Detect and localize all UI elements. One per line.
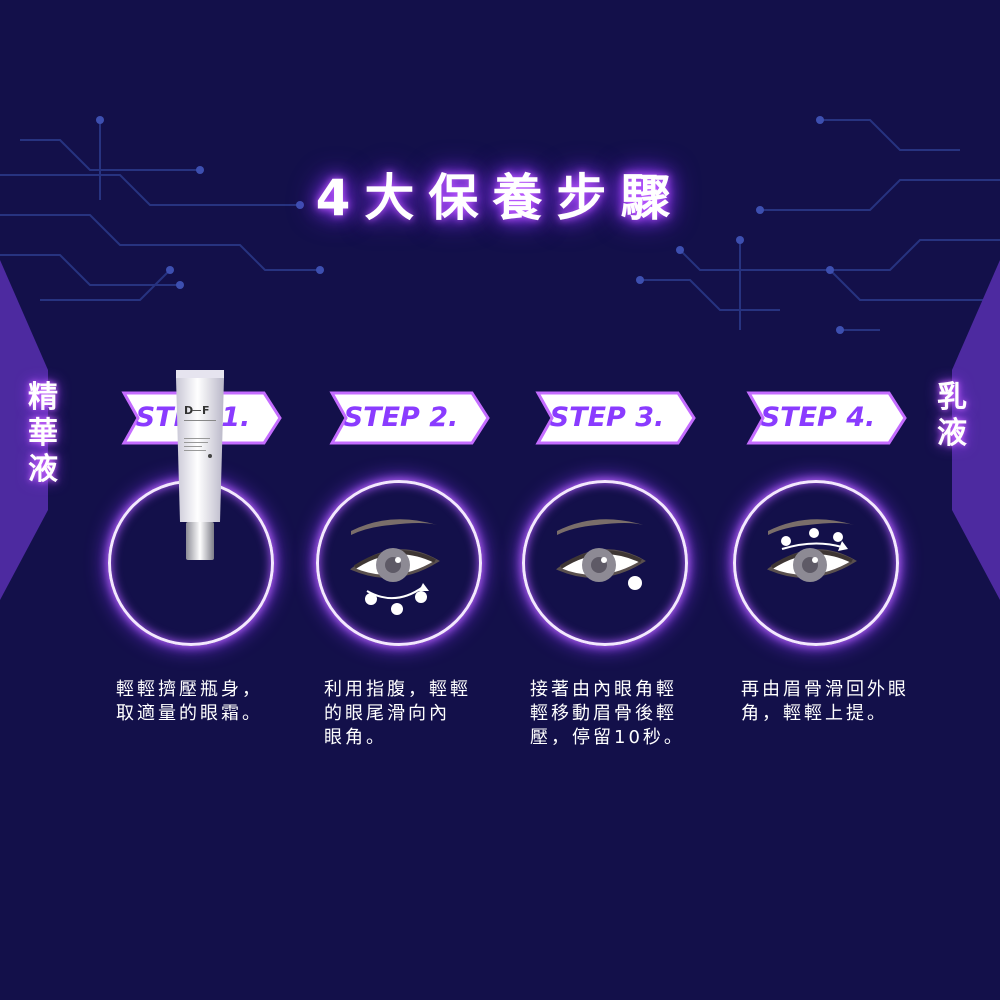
step-label: STEP 2. [343, 402, 459, 433]
eye-illustration [556, 519, 646, 590]
side-label-serum: 精華液 [28, 380, 58, 487]
left-side-panel [0, 260, 48, 600]
step-image-circle [733, 480, 899, 646]
step-badge-4: STEP 4. [743, 390, 909, 446]
eye-cream-tube-image: D F [176, 370, 224, 560]
eye-illustration [767, 519, 857, 582]
right-side-panel [952, 260, 1000, 600]
step-image-circle [316, 480, 482, 646]
svg-text:D: D [184, 404, 193, 417]
step-image-circle [522, 480, 688, 646]
step-badge-2: STEP 2. [326, 390, 492, 446]
step-card-4: STEP 4. 再由眉骨滑回外眼 角，輕輕上提。 [733, 390, 923, 724]
step-card-1: STEP 1. D F 輕輕擠壓瓶身， [108, 370, 298, 724]
svg-text:F: F [202, 404, 210, 417]
step-description-3: 接著由內眼角輕 輕移動眉骨後輕 壓，停留10秒。 [530, 679, 685, 748]
page-title: 4大保養步驟 [315, 169, 685, 227]
eye-illustration [350, 519, 440, 615]
step-card-3: STEP 3. 接著由內眼角輕 輕移動眉骨後輕 壓，停留10秒。 [522, 390, 712, 748]
step-badge-3: STEP 3. [532, 390, 698, 446]
step-description-1: 輕輕擠壓瓶身， 取適量的眼霜。 [116, 679, 263, 724]
step-card-2: STEP 2. 利用指腹，輕輕 的眼尾滑向內 眼角。 [316, 390, 506, 748]
step-description-4: 再由眉骨滑回外眼 角，輕輕上提。 [741, 679, 909, 724]
step-description-2: 利用指腹，輕輕 的眼尾滑向內 眼角。 [324, 679, 471, 748]
step-label: STEP 4. [760, 402, 876, 433]
step-label: STEP 3. [549, 402, 665, 433]
side-label-lotion: 乳液 [937, 380, 967, 451]
